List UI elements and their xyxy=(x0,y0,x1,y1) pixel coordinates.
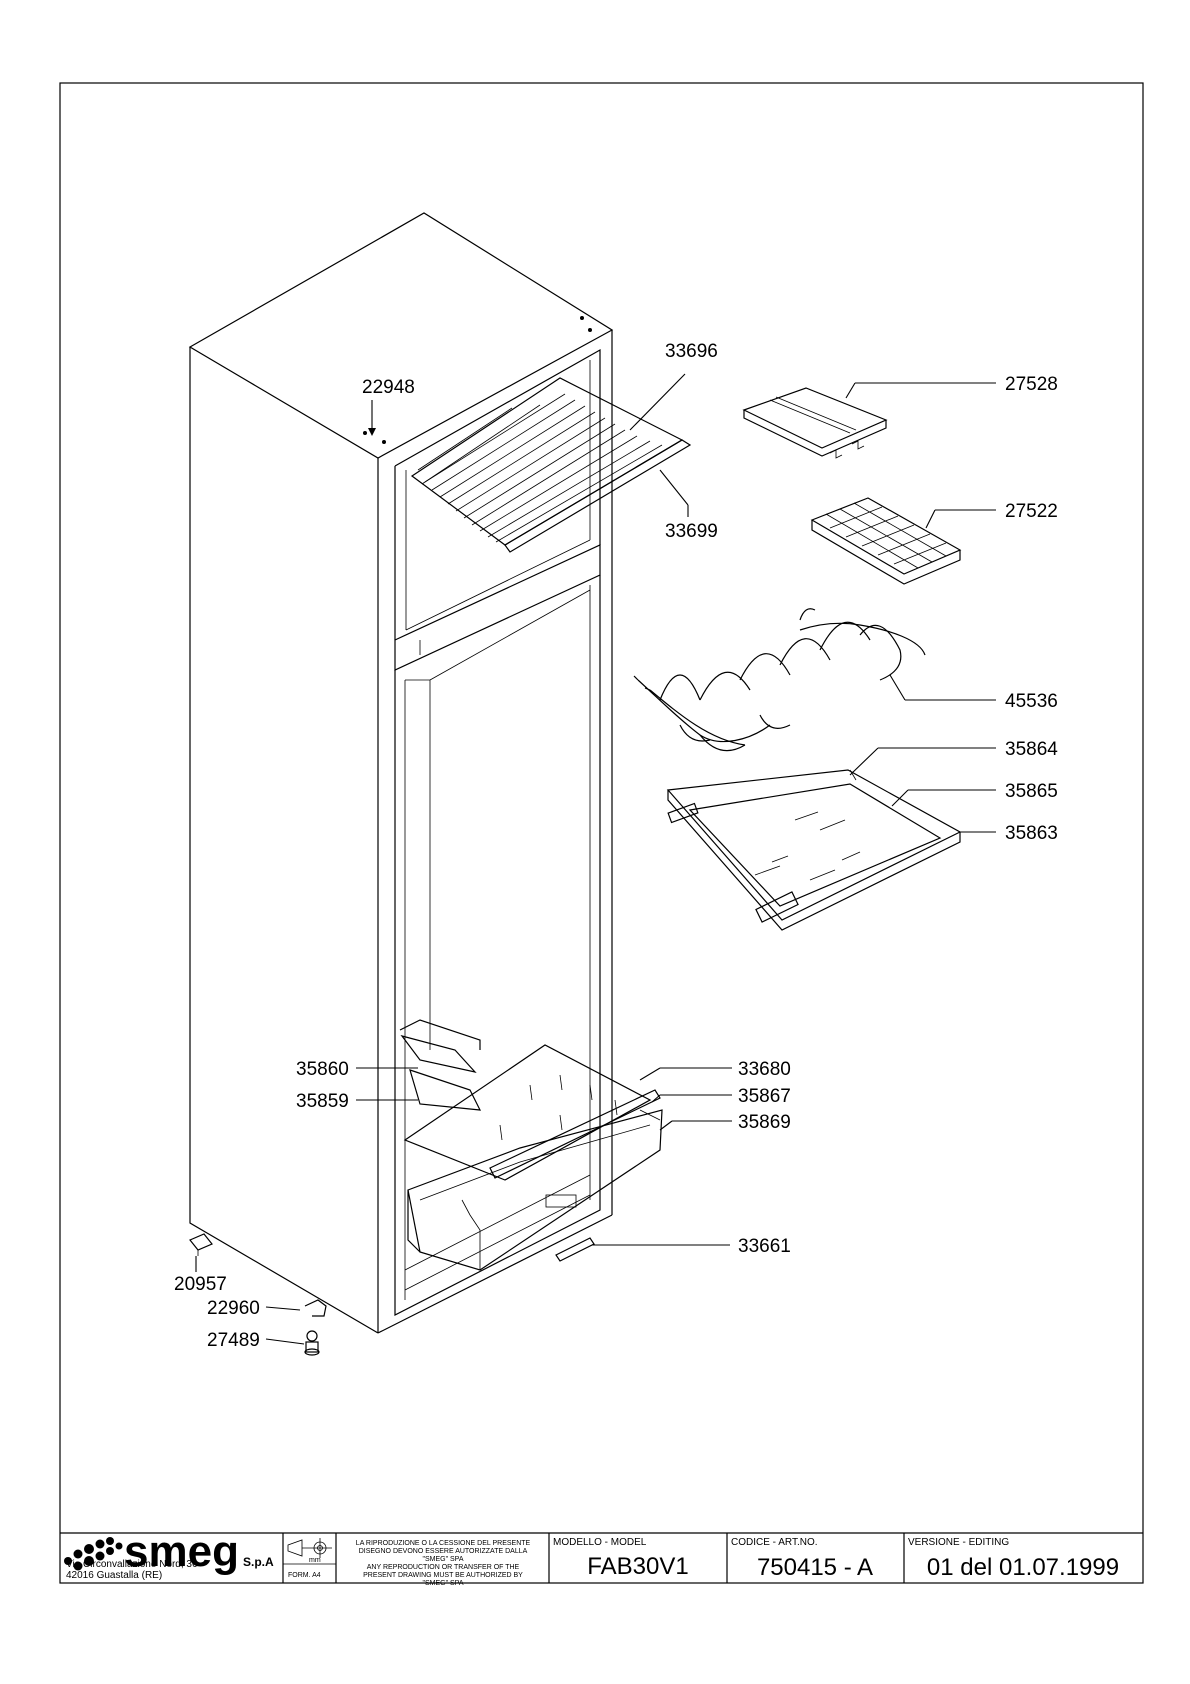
part-label-22960: 22960 xyxy=(207,1298,260,1319)
reproduction-notice: LA RIPRODUZIONE O LA CESSIONE DEL PRESEN… xyxy=(356,1540,531,1587)
part-label-35859: 35859 xyxy=(296,1091,349,1112)
part-label-35864: 35864 xyxy=(1005,739,1058,760)
svg-text:"SMEG" SPA: "SMEG" SPA xyxy=(422,1556,463,1563)
svg-text:"SMEG" SPA: "SMEG" SPA xyxy=(422,1580,463,1587)
code-value: 750415 - A xyxy=(757,1554,873,1581)
part-label-35869: 35869 xyxy=(738,1112,791,1133)
logo-suffix: S.p.A xyxy=(243,1555,274,1569)
freezer-grid-shelf xyxy=(410,377,692,553)
ice-cube-tray xyxy=(810,497,962,585)
part-label-33696: 33696 xyxy=(665,341,718,362)
ice-tray-cover xyxy=(742,387,888,459)
logo-wordmark: smeg xyxy=(124,1527,239,1576)
address-line-2: 42016 Guastalla (RE) xyxy=(66,1570,162,1581)
part-label-45536: 45536 xyxy=(1005,691,1058,712)
part-label-27528: 27528 xyxy=(1005,374,1058,395)
part-label-27522: 27522 xyxy=(1005,501,1058,522)
svg-text:LA RIPRODUZIONE O LA CESSIONE: LA RIPRODUZIONE O LA CESSIONE DEL PRESEN… xyxy=(356,1540,531,1547)
glass-shelf xyxy=(666,769,962,931)
unit-mark: mm xyxy=(309,1557,321,1564)
logo-dots-icon xyxy=(64,1537,123,1571)
version-value: 01 del 01.07.1999 xyxy=(927,1554,1119,1581)
part-label-35865: 35865 xyxy=(1005,781,1058,802)
version-label: VERSIONE - EDITING xyxy=(908,1537,1009,1548)
projection-symbol-icon xyxy=(287,1538,332,1558)
wine-rack xyxy=(633,608,926,752)
part-33661 xyxy=(555,1237,595,1262)
smeg-logo: smeg S.p.A Via Circonvallazione Nord, 36… xyxy=(64,1527,274,1581)
part-label-35863: 35863 xyxy=(1005,823,1058,844)
svg-text:ANY REPRODUCTION OR TRANSFER O: ANY REPRODUCTION OR TRANSFER OF THE xyxy=(367,1564,520,1571)
title-block: smeg S.p.A Via Circonvallazione Nord, 36… xyxy=(60,1527,1143,1587)
sheet-border xyxy=(59,82,1144,1584)
part-label-33680: 33680 xyxy=(738,1059,791,1080)
model-label: MODELLO - MODEL xyxy=(553,1537,647,1548)
part-label-35860: 35860 xyxy=(296,1059,349,1080)
cabinet-drawing xyxy=(188,212,614,1334)
address-line-1: Via Circonvallazione Nord, 36 xyxy=(66,1559,198,1570)
part-20957-foot xyxy=(189,1233,213,1256)
part-22960-bracket xyxy=(304,1299,327,1317)
svg-text:PRESENT DRAWING MUST BE AUTHOR: PRESENT DRAWING MUST BE AUTHORIZED BY xyxy=(363,1572,523,1579)
crisper-cover-shelf xyxy=(399,1019,661,1181)
part-label-35867: 35867 xyxy=(738,1086,791,1107)
svg-text:DISEGNO DEVONO ESSERE AUTORIZZ: DISEGNO DEVONO ESSERE AUTORIZZATE DALLA xyxy=(359,1548,528,1555)
part-labels: 22948 33696 33699 27528 27522 45536 3586… xyxy=(174,341,1058,1351)
part-label-22948: 22948 xyxy=(362,377,415,398)
model-value: FAB30V1 xyxy=(587,1553,688,1580)
leader-lines xyxy=(195,373,996,1345)
crisper-drawer xyxy=(407,1109,663,1271)
part-label-33661: 33661 xyxy=(738,1236,791,1257)
part-27489-leveling-foot xyxy=(304,1330,320,1356)
part-label-33699: 33699 xyxy=(665,521,718,542)
form-label: FORM. A4 xyxy=(288,1572,321,1579)
part-label-27489: 27489 xyxy=(207,1330,260,1351)
code-label: CODICE - ART.NO. xyxy=(731,1537,818,1548)
part-label-20957: 20957 xyxy=(174,1274,227,1295)
